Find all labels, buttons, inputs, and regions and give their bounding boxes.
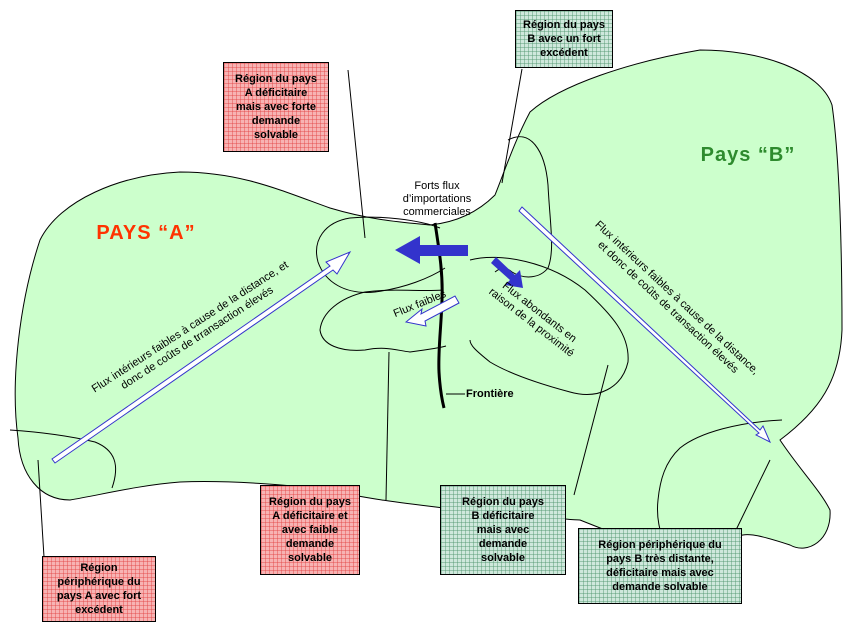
callout-a-periphery: Région périphérique du pays A avec fort …: [42, 556, 156, 622]
leader-line-b-periph: [735, 459, 771, 531]
border-label: Frontière: [466, 388, 514, 400]
abundant-flow-arrow: [491, 257, 523, 288]
border-line: [433, 222, 446, 409]
country-label-b: Pays “B”: [700, 144, 796, 166]
internal-flow-arrow-b: [518, 206, 772, 444]
region-outline-a-south: [319, 289, 447, 353]
leader-line-a-periph: [37, 459, 45, 558]
country-label-a: PAYS “A”: [96, 222, 196, 244]
region-outline-b-south: [469, 256, 629, 395]
callout-a-weak-demand: Région du pays A déficitaire et avec fai…: [260, 485, 360, 575]
callout-a-strong-demand: Région du pays A déficitaire mais avec f…: [223, 62, 329, 152]
region-outline-a-periphery: [9, 429, 117, 489]
leader-line-b-excedent: [501, 68, 523, 184]
callout-b-periphery: Région périphérique du pays B très dista…: [578, 528, 742, 604]
leader-lines: [37, 68, 771, 558]
leader-line-a-forte: [347, 69, 366, 239]
internal-flow-arrow-a: [51, 250, 352, 464]
region-outline-a-north: [316, 216, 446, 293]
strong-flow-label: Forts flux d’importations commerciales: [402, 180, 472, 218]
leader-line-a-faible: [385, 351, 390, 501]
callout-b-deficit: Région du pays B déficitaire mais avec d…: [440, 485, 566, 575]
landmass: [14, 49, 843, 558]
callout-b-surplus: Région du pays B avec un fort excédent: [515, 10, 613, 68]
strong-import-arrow: [395, 236, 468, 264]
weak-flow-arrow: [404, 295, 460, 327]
region-outline-b-periphery: [657, 419, 783, 546]
leader-line-b-deficitaire: [573, 364, 609, 496]
